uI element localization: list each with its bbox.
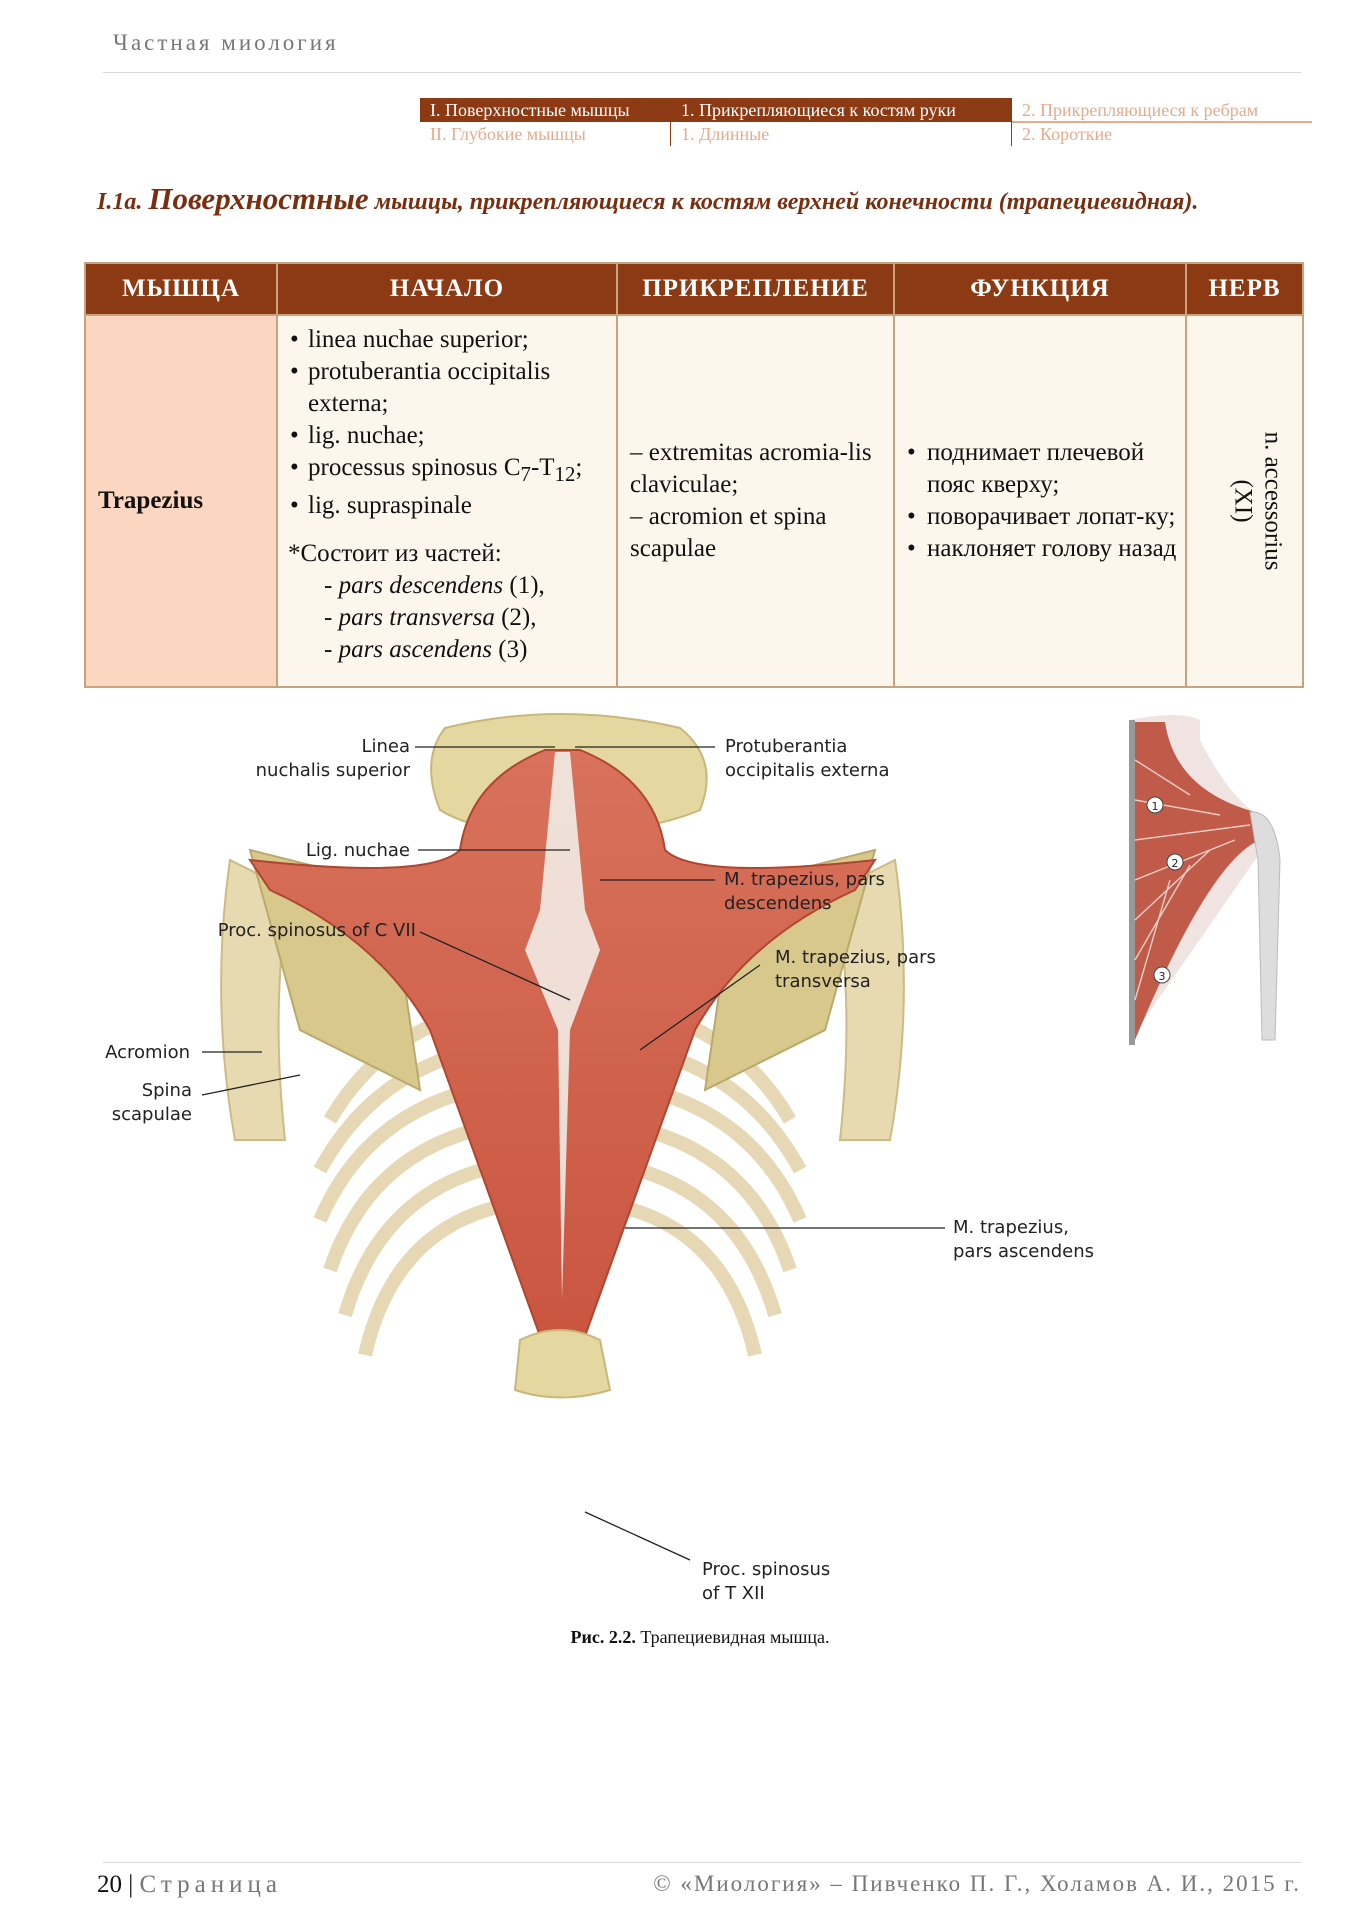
spinous-sub-t: 12 [554,462,576,486]
footer-rule [103,1862,1301,1863]
function-cell: поднимает плечевой пояс кверху; поворачи… [893,314,1187,688]
function-list: поднимает плечевой пояс кверху; поворачи… [907,437,1179,565]
label-transversa-1: M. trapezius, pars [775,947,936,968]
label-protuberantia-1: Protuberantia [725,736,847,757]
part-item: - pars descendens (1), [324,572,545,599]
inset-marker-3: 3 [1159,970,1166,983]
header-muscle: МЫШЦА [84,262,278,316]
nerve-cell: n. accessorius(XI) [1185,314,1304,688]
part-name: pars ascendens [338,636,493,663]
nav-attached-to-ribs[interactable]: 2. Прикрепляющиеся к ребрам [1022,100,1259,120]
part-number: (2), [501,604,537,631]
header-origin: НАЧАЛО [276,262,618,316]
origin-item-spinous: processus spinosus C7-T12; [288,452,608,490]
label-ascendens-1: M. trapezius, [953,1217,1069,1238]
part-number: (3) [498,636,528,663]
nerve-name: n. accessorius [1259,431,1287,570]
header-nerve: НЕРВ [1185,262,1304,316]
section-title-rest: мышцы, прикрепляющиеся к костям верхней … [374,189,1199,215]
label-protuberantia-2: occipitalis externa [725,760,890,781]
origin-item: lig. supraspinale [288,490,608,522]
insertion-item: – extremitas acromia-lis claviculae; [630,439,872,498]
trapezius-inset-diagram: 1 2 3 [1120,712,1285,1057]
origin-cell: linea nuchae superior; protuberantia occ… [276,314,618,688]
insertion-item: – acromion et spina scapulae [630,503,827,562]
spinous-mid: -T [530,454,555,481]
table-row: Trapezius linea nuchae superior; protube… [84,314,1304,688]
origin-item: lig. nuchae; [288,420,608,452]
nav-underline [1012,121,1312,123]
running-head: Частная миология [113,30,339,55]
lumbar-vertebrae [513,1329,612,1399]
label-txii-1: Proc. spinosus [702,1559,830,1580]
anatomy-figure: Linea nuchalis superior Protuberantia oc… [0,700,1357,1620]
section-number: I.1a. [97,189,143,215]
origin-item: protuberantia occipitalis externa; [288,356,608,420]
nav-separator [1011,98,1012,122]
label-ascendens-2: pars ascendens [953,1241,1094,1262]
label-proc-cvii: Proc. spinosus of C VII [218,920,416,941]
part-name: pars descendens [338,572,504,599]
spinous-sub-c: 7 [520,462,531,486]
tendinous-midline [525,752,600,1300]
spinous-prefix: processus spinosus C [308,454,521,481]
label-spina-2: scapulae [112,1104,192,1125]
leader-lines [201,746,945,1561]
origin-list: linea nuchae superior; protuberantia occ… [288,324,608,522]
nav-attached-to-arm[interactable]: 1. Прикрепляющиеся к костям руки [671,98,1011,122]
nav-long[interactable]: 1. Длинные [681,124,770,144]
label-descendens-2: descendens [724,893,832,914]
header-function: ФУНКЦИЯ [893,262,1187,316]
part-name: pars transversa [338,604,495,631]
function-item: поворачивает лопат-ку; [907,501,1179,533]
function-item: поднимает плечевой пояс кверху; [907,437,1179,501]
label-txii-2: of T XII [702,1583,765,1604]
muscle-name: Trapezius [84,314,278,688]
page-number: 20 [97,1871,122,1898]
nav-separator [670,122,671,146]
label-lig-nuchae: Lig. nuchae [306,840,410,861]
label-transversa-2: transversa [775,971,871,992]
part-item: - pars transversa (2), [324,604,537,631]
nav-superficial-muscles[interactable]: I. Поверхностные мышцы [420,98,670,122]
figure-caption: Рис. 2.2. Трапециевидная мышца. [0,1627,1357,1648]
caption-text: Трапециевидная мышца. [640,1627,830,1647]
parts-intro: *Состоит из частей: [288,540,502,567]
header-insertion: ПРИКРЕПЛЕНИЕ [616,262,895,316]
label-descendens-1: M. trapezius, pars [724,869,885,890]
part-number: (1), [509,572,545,599]
inset-marker-1: 1 [1152,800,1159,813]
nav-deep-muscles[interactable]: II. Глубокие мышцы [430,124,586,144]
spinous-suffix: ; [575,454,583,481]
muscle-table: МЫШЦА НАЧАЛО ПРИКРЕПЛЕНИЕ ФУНКЦИЯ НЕРВ T… [84,262,1304,688]
function-item: наклоняет голову назад [907,533,1179,565]
caption-label: Рис. 2.2. [570,1627,636,1647]
label-linea-1: Linea [361,736,410,757]
section-title: I.1a. Поверхностные мышцы, прикрепляющие… [97,182,1307,219]
part-item: - pars ascendens (3) [324,636,528,663]
footer-page: 20 | Страница [97,1871,282,1898]
nav-separator [1011,122,1012,146]
nav-short[interactable]: 2. Короткие [1022,124,1113,144]
parts-list: - pars descendens (1), - pars transversa… [288,570,608,666]
nav-separator [670,98,671,122]
section-highlight: Поверхностные [148,181,369,216]
table-header-row: МЫШЦА НАЧАЛО ПРИКРЕПЛЕНИЕ ФУНКЦИЯ НЕРВ [84,262,1304,316]
label-acromion: Acromion [105,1042,190,1063]
nerve-number: (XI) [1229,478,1257,523]
page-word: Страница [139,1871,282,1898]
label-spina-1: Spina [142,1080,192,1101]
header-rule [103,72,1301,73]
label-linea-2: nuchalis superior [256,760,411,781]
trapezius-illustration: Linea nuchalis superior Protuberantia oc… [105,712,1285,1604]
origin-item: linea nuchae superior; [288,324,608,356]
insertion-cell: – extremitas acromia-lis claviculae; – a… [616,314,895,688]
footer-copyright: © «Миология» – Пивченко П. Г., Холамов А… [653,1871,1301,1896]
inset-marker-2: 2 [1172,857,1179,870]
nerve-text: n. accessorius(XI) [1227,431,1287,570]
